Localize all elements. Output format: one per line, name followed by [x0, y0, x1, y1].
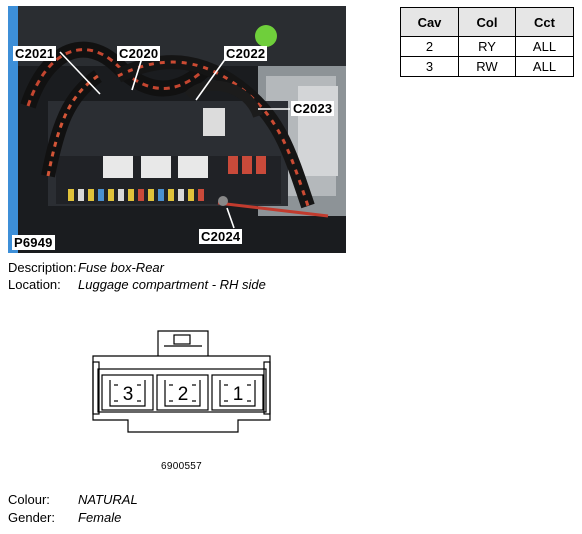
callout-c2022: C2022 — [224, 46, 268, 61]
description-row: Description: Fuse box-Rear — [8, 260, 164, 276]
callout-c2021: C2021 — [13, 46, 57, 61]
cavity-number-3: 3 — [123, 384, 134, 405]
header-cct: Cct — [515, 7, 574, 37]
table-header-row: Cav Col Cct — [400, 7, 574, 37]
pin-table: Cav Col Cct 2 RY ALL 3 RW ALL — [400, 7, 574, 77]
header-cav: Cav — [400, 7, 459, 37]
gender-row: Gender: Female — [8, 510, 121, 526]
cell-cav: 2 — [400, 36, 459, 57]
location-value: Luggage compartment - RH side — [78, 277, 266, 292]
callout-c2024: C2024 — [199, 229, 243, 244]
photo-reference: P6949 — [12, 235, 55, 250]
location-label: Location: — [8, 277, 61, 292]
cavity-number-1: 1 — [233, 384, 244, 405]
location-row: Location: Luggage compartment - RH side — [8, 277, 266, 293]
connector-outline: 3 2 1 — [92, 330, 271, 433]
description-label: Description: — [8, 260, 77, 275]
callout-c2023: C2023 — [291, 101, 335, 116]
gender-value: Female — [78, 510, 122, 525]
colour-value: NATURAL — [78, 492, 138, 507]
connector-face-diagram: 3 2 1 — [90, 328, 275, 443]
cell-col: RW — [458, 56, 516, 77]
fuse-box-photo: C2021 C2020 C2022 C2023 C2024 P6949 — [8, 6, 346, 253]
table-row: 2 RY ALL — [400, 36, 574, 57]
gender-label: Gender: — [8, 510, 55, 525]
colour-label: Colour: — [8, 492, 50, 507]
header-col: Col — [458, 7, 516, 37]
colour-row: Colour: NATURAL — [8, 492, 138, 508]
connector-part-number: 6900557 — [161, 461, 203, 472]
callout-c2020: C2020 — [117, 46, 161, 61]
cell-cct: ALL — [515, 56, 574, 77]
cavity-number-2: 2 — [178, 384, 189, 405]
cell-cct: ALL — [515, 36, 574, 57]
table-row: 3 RW ALL — [400, 56, 574, 77]
fuse-box-illustration — [8, 6, 346, 253]
cell-cav: 3 — [400, 56, 459, 77]
description-value: Fuse box-Rear — [78, 260, 164, 275]
cell-col: RY — [458, 36, 516, 57]
